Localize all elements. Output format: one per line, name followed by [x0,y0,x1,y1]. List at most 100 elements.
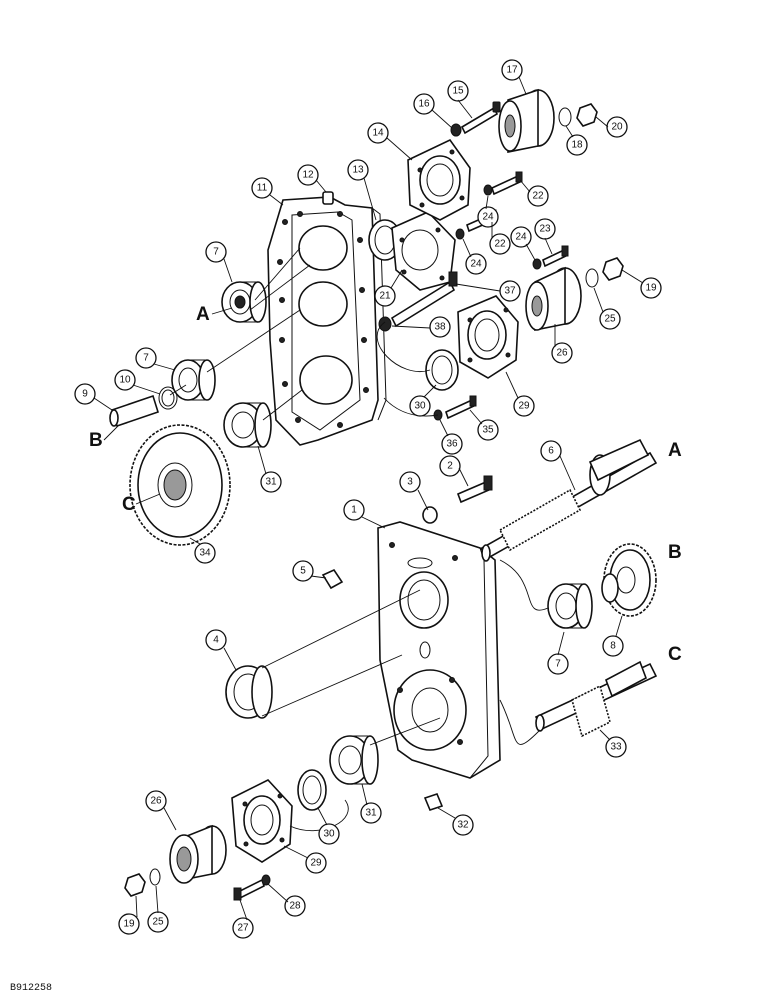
upper-gear-housing [267,196,387,446]
svg-text:21: 21 [379,291,391,302]
svg-text:26: 26 [556,348,568,359]
callout-8: 8 [602,635,624,657]
svg-text:25: 25 [604,314,616,325]
callout-3: 3 [399,471,421,493]
svg-text:15: 15 [452,86,464,97]
callout-22: 22 [489,233,511,255]
figure-code: B912258 [10,983,52,994]
callout-31: 31 [360,802,382,824]
short-shaft [109,394,159,428]
callout-6: 6 [540,440,562,462]
large-spur-gear [129,424,231,546]
long-bolt [390,280,456,328]
svg-text:22: 22 [532,191,544,202]
seal-30 [425,349,459,391]
bearing-31-upper [223,402,272,448]
callout-35: 35 [477,419,499,441]
callout-23: 23 [534,218,556,240]
svg-text:24: 24 [515,232,527,243]
reference-letter-b: B [668,542,682,563]
callout-7: 7 [135,347,157,369]
output-yoke-26-lower [169,824,227,884]
svg-text:7: 7 [213,247,219,258]
output-yoke-17 [498,88,555,153]
hex-nut [576,103,598,127]
callout-37: 37 [499,280,521,302]
snap-ring [158,386,178,410]
bearing-31-lower [329,735,379,785]
callout-16: 16 [413,93,435,115]
callout-1: 1 [343,499,365,521]
callout-25: 25 [599,308,621,330]
callout-29: 29 [305,852,327,874]
pipe-plug [321,568,344,590]
svg-text:20: 20 [611,122,623,133]
svg-text:33: 33 [610,742,622,753]
callout-15: 15 [447,80,469,102]
callout-4: 4 [205,629,227,651]
callout-13: 13 [347,159,369,181]
svg-text:7: 7 [555,659,561,670]
svg-text:10: 10 [119,375,131,386]
svg-text:9: 9 [82,389,88,400]
callout-22: 22 [527,185,549,207]
svg-text:18: 18 [571,140,583,151]
callout-24: 24 [510,226,532,248]
callout-20: 20 [606,116,628,138]
o-ring [585,268,599,288]
bolt [460,106,499,135]
reference-letter-b: B [89,430,103,451]
svg-text:25: 25 [152,917,164,928]
callout-11: 11 [251,177,273,199]
svg-text:6: 6 [548,446,554,457]
bearing-flange-29-lower [231,779,293,863]
svg-text:29: 29 [518,401,530,412]
svg-text:24: 24 [482,212,494,223]
svg-text:26: 26 [150,796,162,807]
cover-plate [391,211,456,291]
callout-10: 10 [114,369,136,391]
svg-text:1: 1 [351,505,357,516]
svg-text:38: 38 [434,322,446,333]
svg-text:31: 31 [365,808,377,819]
bolt [237,878,265,900]
svg-text:5: 5 [300,566,306,577]
svg-text:16: 16 [418,99,430,110]
drive-gear [601,543,657,617]
callout-21: 21 [374,285,396,307]
output-shaft [534,660,658,738]
svg-text:30: 30 [414,401,426,412]
callout-33: 33 [605,736,627,758]
o-ring [149,868,161,886]
svg-text:31: 31 [265,477,277,488]
callout-24: 24 [477,206,499,228]
lower-gear-housing [377,521,501,779]
svg-text:17: 17 [506,65,518,76]
bearing-7-upper [221,281,267,323]
dowel-pin [322,191,334,205]
hex-nut [602,257,624,281]
svg-text:3: 3 [407,477,413,488]
callout-26: 26 [145,790,167,812]
svg-text:29: 29 [310,858,322,869]
svg-text:23: 23 [539,224,551,235]
svg-text:8: 8 [610,641,616,652]
svg-text:28: 28 [289,901,301,912]
callout-25: 25 [147,911,169,933]
svg-text:13: 13 [352,165,364,176]
svg-text:22: 22 [494,239,506,250]
callout-2: 2 [439,455,461,477]
bearing-7-middle [171,359,216,401]
reference-letter-c: C [668,644,682,665]
lock-washer [450,123,462,137]
seal-4 [225,665,273,719]
callout-19: 19 [640,277,662,299]
svg-text:11: 11 [257,183,268,194]
svg-text:2: 2 [447,461,453,472]
callout-36: 36 [441,433,463,455]
washer [422,506,438,524]
callout-26: 26 [551,342,573,364]
svg-text:24: 24 [470,259,482,270]
callout-30: 30 [409,395,431,417]
